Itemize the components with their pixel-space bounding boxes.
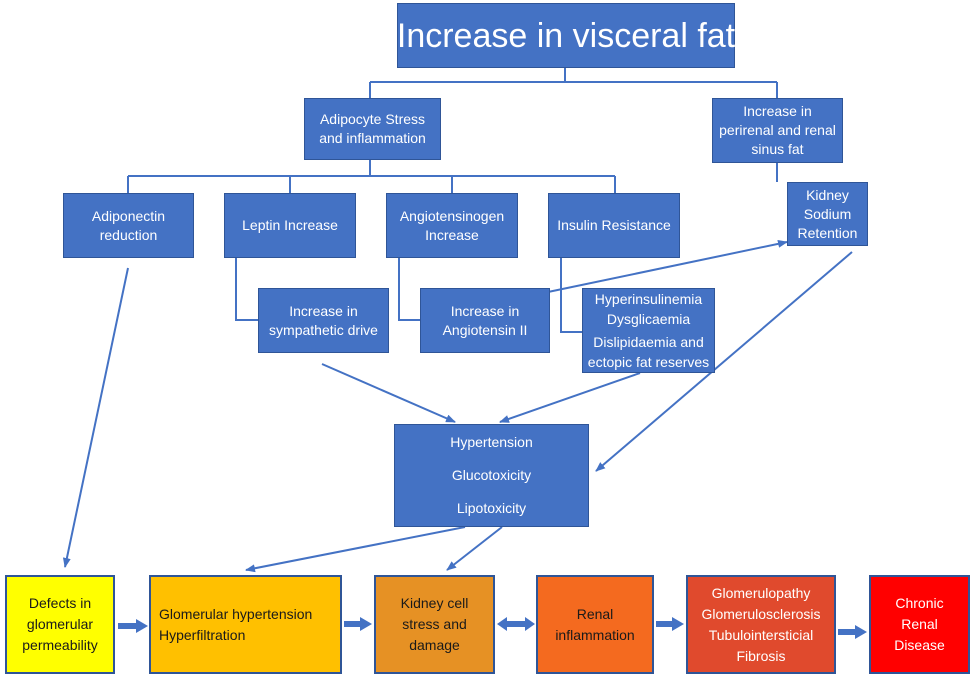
bottom-2-line-2: Hyperfiltration	[159, 626, 246, 643]
sympathetic-line-1: Increase in	[289, 302, 358, 319]
metabolic-line-1: Hyperinsulinemia	[594, 291, 703, 307]
hypertension-label: Hypertension	[450, 434, 533, 450]
bottom-2-line-1: Glomerular hypertension	[159, 605, 313, 622]
adipocyte-stress-box: Adipocyte Stress and inflammation	[304, 98, 441, 160]
metabolic-disorders-box: Hyperinsulinemia Dysglicaemia Dislipidae…	[582, 288, 715, 373]
adiponectin-box: Adiponectin reduction	[63, 193, 194, 258]
angiotensin2-line-2: Angiotensin II	[442, 321, 528, 338]
hypertension-box: Hypertension Glucotoxicity Lipotoxicity	[394, 424, 589, 527]
adipocyte-line-2: and inflammation	[319, 130, 426, 146]
sodium-line-3: Retention	[797, 224, 858, 241]
bottom-1-line-3: permeability	[22, 637, 98, 653]
glomerular-hypertension-box: Glomerular hypertension Hyperfiltration	[149, 575, 342, 674]
glucotoxicity-label: Glucotoxicity	[451, 467, 532, 483]
bottom-5-line-4: Fibrosis	[736, 647, 786, 664]
perirenal-fat-box: Increase in perirenal and renal sinus fa…	[712, 98, 843, 163]
sympathetic-line-2: sympathetic drive	[269, 321, 378, 338]
leptin-box: Leptin Increase	[224, 193, 356, 258]
perirenal-line-2: perirenal and renal	[719, 122, 836, 138]
chronic-renal-disease-box: Chronic Renal Disease	[869, 575, 970, 674]
kidney-cell-damage-box: Kidney cell stress and damage	[374, 575, 495, 674]
glomerular-permeability-box: Defects in glomerular permeability	[5, 575, 115, 674]
bottom-5-line-2: Glomerulosclerosis	[701, 605, 821, 622]
bottom-6-line-1: Chronic	[895, 595, 944, 611]
renal-inflammation-box: Renal inflammation	[536, 575, 654, 674]
bottom-6-line-3: Disease	[894, 637, 945, 653]
adipocyte-line-1: Adipocyte Stress	[319, 111, 426, 127]
bottom-1-line-1: Defects in	[28, 595, 92, 611]
bottom-arrows	[118, 617, 867, 639]
sodium-retention-box: Kidney Sodium Retention	[787, 182, 868, 246]
angiotensinogen-line-1: Angiotensinogen	[399, 207, 505, 224]
bottom-3-line-2: stress and	[402, 616, 467, 632]
flow-arrows	[62, 239, 853, 573]
lipotoxicity-label: Lipotoxicity	[456, 500, 527, 516]
angiotensinogen-line-2: Increase	[425, 226, 479, 243]
sodium-line-2: Sodium	[803, 205, 852, 222]
metabolic-line-3: Dislipidaemia and	[593, 334, 704, 350]
bottom-1-line-2: glomerular	[26, 616, 94, 632]
leptin-line-1: Leptin Increase	[242, 217, 338, 233]
adiponectin-line-2: reduction	[99, 226, 158, 243]
insulin-resistance-box: Insulin Resistance	[548, 193, 680, 258]
adiponectin-line-1: Adiponectin	[91, 207, 166, 224]
visceral-fat-title: Increase in visceral fat	[396, 16, 736, 55]
bottom-5-line-1: Glomerulopathy	[711, 584, 811, 601]
bottom-4-line-1: Renal	[576, 605, 614, 622]
angiotensin-ii-box: Increase in Angiotensin II	[420, 288, 550, 353]
perirenal-line-1: Increase in	[743, 103, 812, 119]
glomerulopathy-box: Glomerulopathy Glomerulosclerosis Tubulo…	[686, 575, 836, 674]
visceral-fat-title-box: Increase in visceral fat	[397, 3, 735, 68]
sodium-line-1: Kidney	[806, 186, 849, 203]
bottom-3-line-1: Kidney cell	[400, 595, 469, 611]
tree-connectors	[127, 68, 778, 333]
angiotensinogen-box: Angiotensinogen Increase	[386, 193, 518, 258]
perirenal-line-3: sinus fat	[751, 141, 804, 157]
metabolic-line-2: Dysglicaemia	[606, 311, 691, 327]
angiotensin2-line-1: Increase in	[450, 302, 520, 319]
sympathetic-drive-box: Increase in sympathetic drive	[258, 288, 389, 353]
insulin-line-1: Insulin Resistance	[557, 217, 671, 233]
bottom-6-line-2: Renal	[901, 616, 938, 632]
bottom-3-line-3: damage	[409, 637, 460, 653]
bottom-5-line-3: Tubulointersticial	[708, 626, 814, 643]
metabolic-line-4: ectopic fat reserves	[587, 354, 710, 370]
bottom-4-line-2: inflammation	[555, 626, 635, 643]
